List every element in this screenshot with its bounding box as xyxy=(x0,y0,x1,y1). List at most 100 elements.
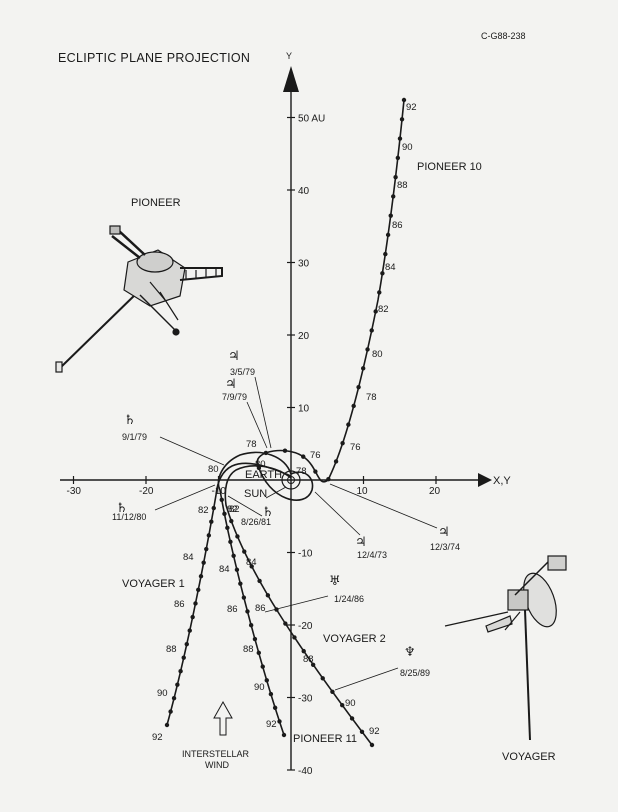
pioneer11-point xyxy=(256,650,261,656)
voyager1-label: VOYAGER 1 xyxy=(122,578,185,590)
voyager1-point xyxy=(198,574,204,579)
pioneer10-year-label: 78 xyxy=(366,392,377,403)
voyager2-point xyxy=(257,578,262,584)
voyager1-point xyxy=(204,546,209,552)
x-tick-label: -30 xyxy=(67,486,82,497)
voyager-craft-label: VOYAGER xyxy=(502,751,556,763)
voyager2-trajectory xyxy=(224,465,373,746)
jupiter-p11-icon: ♃ xyxy=(355,535,367,550)
pioneer11-year-label: 92 xyxy=(266,719,277,730)
pioneer10-point xyxy=(282,448,288,453)
voyager1-point xyxy=(211,505,216,511)
voyager2-point xyxy=(330,689,335,694)
encounter-annotations: ♃ 3/5/79 ♃ 7/9/79 ♄ 9/1/79 ♄ 11/12/80 ♄ … xyxy=(112,349,460,691)
pioneer11-point xyxy=(277,719,282,724)
pioneer11-year-label: 90 xyxy=(254,682,265,693)
pioneer10-point xyxy=(351,403,356,409)
x-tick-label: 20 xyxy=(429,486,441,497)
axes xyxy=(60,80,478,770)
jupiter-p11-date: 12/4/73 xyxy=(357,550,387,560)
voyager2-point xyxy=(340,702,345,708)
pioneer10-year-label: 76 xyxy=(310,450,321,461)
voyager2-point xyxy=(265,593,271,598)
saturn-v2-pointer xyxy=(227,495,263,517)
jupiter-p10-icon: ♃ xyxy=(438,525,450,540)
jupiter-v1-icon: ♃ xyxy=(228,349,240,364)
pioneer10-year-label: 78 xyxy=(296,466,307,477)
pioneer11-point xyxy=(241,595,247,600)
trajectory-points: 9290888684828078767678788082848688909280… xyxy=(152,97,417,748)
pioneer10-label: PIONEER 10 xyxy=(417,161,482,173)
pioneer-spacecraft-icon xyxy=(55,225,223,373)
voyager1-point xyxy=(187,628,192,633)
y-tick-label: 10 xyxy=(298,404,310,415)
neptune-v2-pointer xyxy=(334,667,399,691)
pioneer10-year-label: 92 xyxy=(406,102,417,113)
voyager-spacecraft-icon xyxy=(444,555,567,741)
jupiter-v2-pointer xyxy=(246,401,268,449)
x-axis-label: X,Y xyxy=(493,475,511,487)
voyager2-point xyxy=(359,729,365,734)
voyager1-point xyxy=(164,722,170,728)
uranus-v2-icon: ♅ xyxy=(329,574,341,589)
pioneer10-point xyxy=(326,477,331,482)
jupiter-v2-icon: ♃ xyxy=(225,377,237,392)
voyager2-point xyxy=(349,716,355,721)
voyager1-year-label: 86 xyxy=(174,599,185,610)
pioneer10-point xyxy=(360,366,366,371)
pioneer10-year-label: 84 xyxy=(385,262,396,273)
x-tick-label: 10 xyxy=(357,486,369,497)
wind-label-line2: WIND xyxy=(205,760,229,770)
pioneer10-point xyxy=(377,290,382,295)
pioneer10-point xyxy=(340,440,345,446)
pioneer10-point xyxy=(356,384,361,390)
pioneer10-year-label: 90 xyxy=(402,142,413,153)
pioneer-craft-label: PIONEER xyxy=(131,197,181,209)
pioneer10-point xyxy=(388,213,393,218)
voyager2-year-label: 84 xyxy=(219,564,230,575)
y-tick-label: 20 xyxy=(298,331,310,342)
saturn-p11-pointer xyxy=(159,436,225,466)
pioneer11-point xyxy=(264,678,269,683)
saturn-v1-icon: ♄ xyxy=(116,501,128,516)
saturn-p11-icon: ♄ xyxy=(124,413,136,428)
pioneer11-point xyxy=(228,539,233,545)
pioneer11-point xyxy=(245,609,250,614)
pioneer10-point xyxy=(383,251,388,257)
voyager2-year-label: 90 xyxy=(345,698,356,709)
y-tick-label: 30 xyxy=(298,259,310,270)
pioneer11-year-label: 86 xyxy=(255,603,266,614)
pioneer11-year-label: 84 xyxy=(246,557,257,568)
saturn-v1-date: 11/12/80 xyxy=(112,512,146,522)
voyager2-point xyxy=(229,518,234,524)
pioneer10-point xyxy=(395,155,401,161)
pioneer11-year-label: 80 xyxy=(255,459,266,470)
voyager2-point xyxy=(301,648,306,654)
pioneer10-point xyxy=(380,271,385,276)
voyager1-point xyxy=(206,533,212,538)
uranus-v2-pointer xyxy=(264,595,329,613)
pioneer11-year-label: 78 xyxy=(246,439,257,450)
voyager1-point xyxy=(201,560,206,565)
voyager2-year-label: 82 xyxy=(229,504,240,515)
pioneer10-year-label: 80 xyxy=(372,349,383,360)
y-axis-label: Y xyxy=(286,51,292,61)
pioneer10-point xyxy=(391,194,396,199)
pioneer10-point xyxy=(301,454,306,459)
pioneer10-point xyxy=(346,422,351,427)
voyager1-point xyxy=(175,682,180,687)
pioneer11-point xyxy=(268,691,274,697)
voyager1-point xyxy=(181,655,186,660)
saturn-v1-pointer xyxy=(154,484,216,511)
pioneer10-point xyxy=(373,309,378,314)
pioneer10-point xyxy=(369,328,374,333)
voyager2-point xyxy=(235,534,240,539)
sun-label: SUN xyxy=(244,488,267,500)
pioneer11-point xyxy=(219,497,224,502)
pioneer10-point xyxy=(393,174,398,180)
pioneer11-point xyxy=(252,636,258,642)
voyager1-year-label: 80 xyxy=(208,464,219,475)
voyager1-point xyxy=(190,614,195,620)
